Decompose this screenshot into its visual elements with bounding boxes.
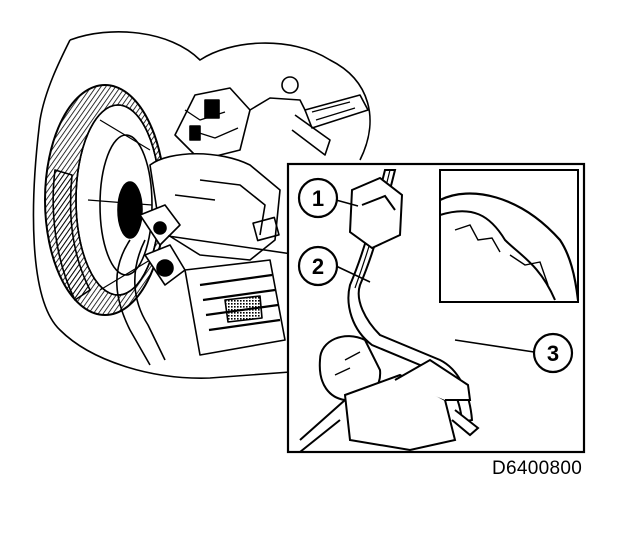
figure-code: D6400800 xyxy=(492,458,583,479)
nut xyxy=(348,176,404,250)
engine-view xyxy=(32,31,371,379)
shadow-hatch xyxy=(52,169,91,301)
callout-3: 3 xyxy=(532,332,574,374)
callout-2-number: 2 xyxy=(312,254,324,279)
callout-1: 1 xyxy=(297,177,339,219)
coolant-pipe xyxy=(116,204,186,366)
detail-inset: 1 2 3 xyxy=(286,162,586,454)
callout-1-leader xyxy=(335,199,359,207)
engine-block-ribs xyxy=(184,259,286,356)
leader-line xyxy=(167,235,293,255)
hose-clamp xyxy=(281,76,369,156)
callout-1-number: 1 xyxy=(312,186,324,211)
callout-2: 2 xyxy=(297,245,339,287)
callout-3-leader xyxy=(454,339,535,353)
connector-body xyxy=(299,335,480,453)
electrical-connector xyxy=(174,87,311,161)
callout-3-number: 3 xyxy=(547,341,559,366)
throttle-body xyxy=(149,153,281,261)
callout-2-leader xyxy=(335,265,371,283)
magnified-edge-view xyxy=(439,169,580,303)
